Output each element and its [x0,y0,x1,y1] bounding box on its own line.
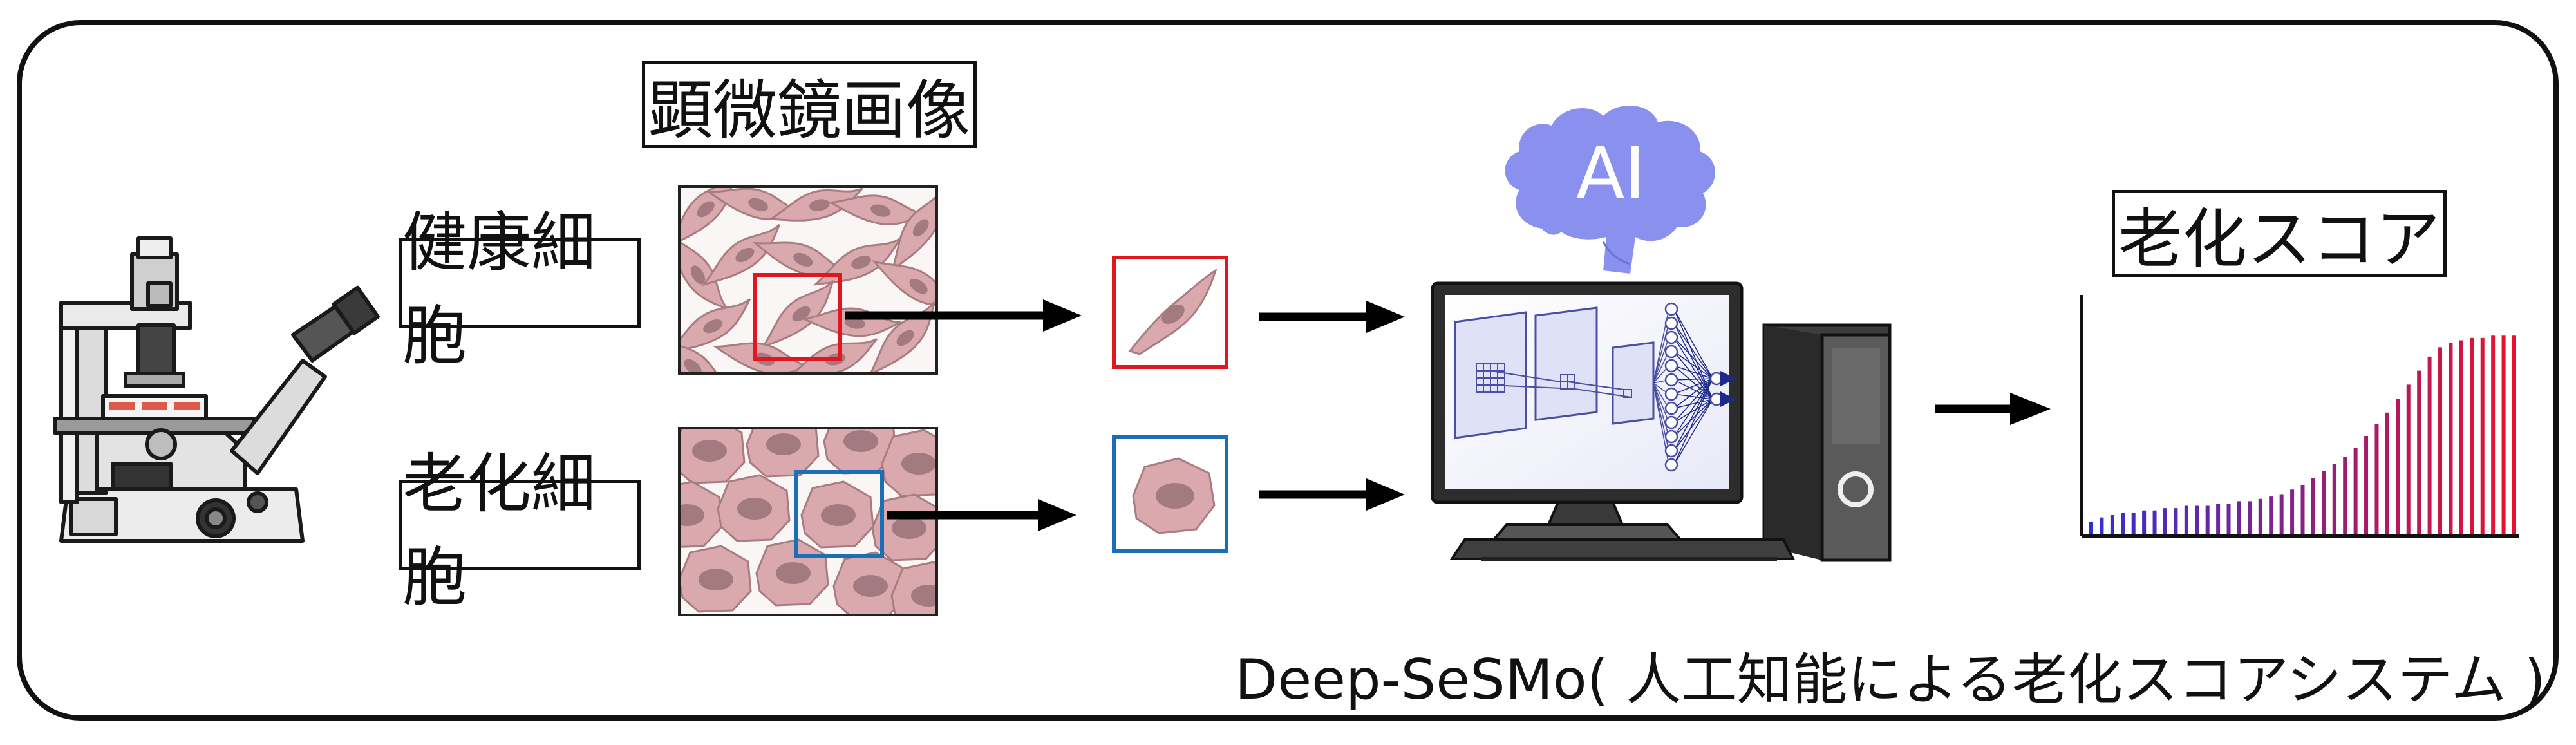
arrow-crop-to-ai-top [1259,301,1405,333]
ai-brain-icon [1505,105,1715,274]
senescent-cell [717,474,791,542]
computer-icon [1431,281,1892,562]
healthy-cell-label: 健康細胞 [399,205,641,373]
senescent-cells-image [678,427,938,616]
aging-score-chart [2080,295,2519,538]
healthy-cell [767,187,863,222]
arrow-senescent-to-crop [887,499,1076,531]
healthy-cell [679,337,734,373]
senescent-cell [746,428,820,478]
ai-label: AI [1576,132,1646,214]
healthy-cells-image [678,185,938,375]
healthy-cell [867,301,935,373]
healthy-cell [813,237,901,286]
healthy-cell-crop [1112,256,1228,369]
senescent-selection-box [794,470,884,558]
senescent-cell [679,545,752,613]
healthy-cell [827,194,927,225]
senescent-cell-crop [1112,435,1228,553]
senescent-cell [832,551,907,615]
healthy-cell [871,259,937,306]
senescent-cell [679,428,746,484]
senescent-cell [755,538,829,607]
arrow-healthy-to-crop [845,299,1082,332]
microscope-image-label: 顕微鏡画像 [642,61,977,148]
aging-score-label: 老化スコア [2112,190,2447,277]
healthy-cell [890,187,937,272]
healthy-cell [760,279,834,349]
outer-frame [17,20,2559,721]
arrow-crop-to-ai-bottom [1259,478,1405,511]
healthy-cell [679,298,751,354]
system-caption: Deep-SeSMo( 人工知能による老化スコアシステム ) [1235,648,2546,712]
healthy-selection-box [753,273,842,361]
senescent-cell [800,480,874,549]
senescent-cell [881,429,937,497]
healthy-cell [701,223,780,287]
senescent-cell [890,561,937,615]
microscope-icon [53,236,380,543]
arrow-ai-to-score [1935,393,2051,425]
senescent-cell-label: 老化細胞 [399,446,641,615]
